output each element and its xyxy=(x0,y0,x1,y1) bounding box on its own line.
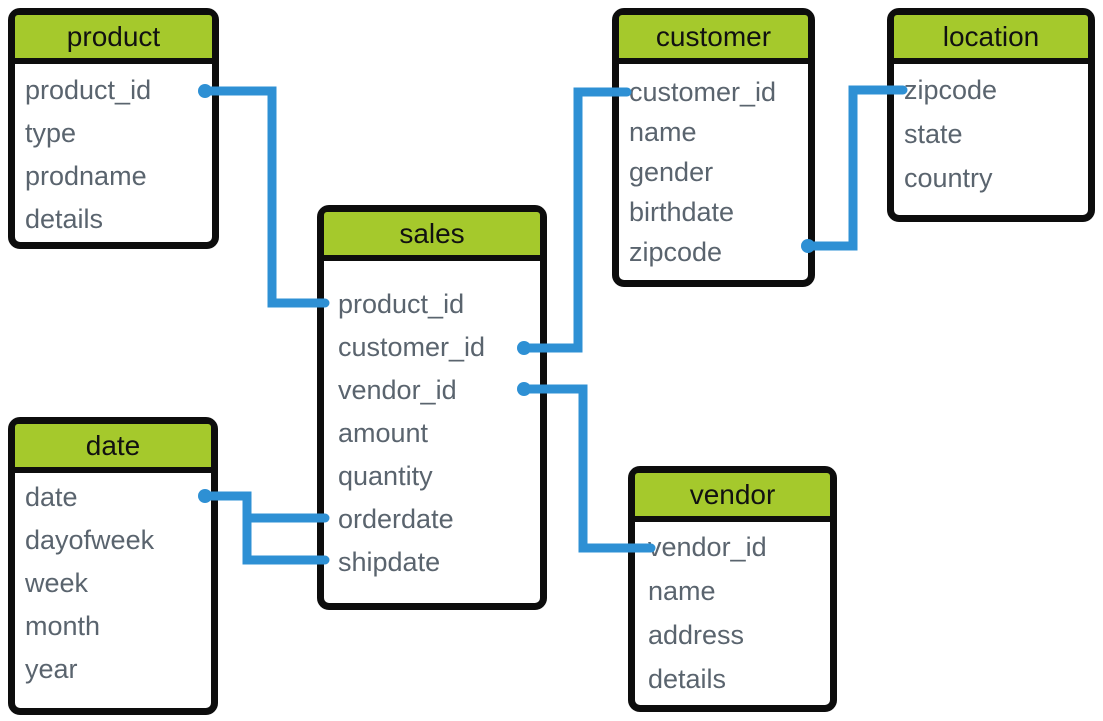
field-label: birthdate xyxy=(629,196,735,227)
field-label: month xyxy=(25,611,101,641)
field-label: details xyxy=(25,204,104,234)
field-label: customer_id xyxy=(338,332,486,362)
table-date-fields: date dayofweek week month year xyxy=(15,473,211,691)
field-label: state xyxy=(904,118,963,149)
field-label: vendor_id xyxy=(338,375,457,405)
field-label: details xyxy=(648,663,727,694)
table-title: vendor xyxy=(689,478,776,510)
field-label: country xyxy=(904,162,993,193)
field-label: gender xyxy=(629,156,714,187)
field-label: amount xyxy=(338,418,429,448)
field-label: prodname xyxy=(25,161,147,191)
field-label: name xyxy=(648,575,716,606)
field-label: product_id xyxy=(338,289,465,319)
table-location-header: location xyxy=(894,15,1088,64)
field-label: customer_id xyxy=(629,76,777,107)
field-label: zipcode xyxy=(629,236,723,267)
table-sales-header: sales xyxy=(324,212,540,261)
field-label: date xyxy=(25,482,78,512)
field-label: vendor_id xyxy=(648,531,767,562)
field-label: quantity xyxy=(338,461,433,491)
table-title: sales xyxy=(399,217,465,249)
table-title: location xyxy=(942,20,1040,52)
table-date: date date dayofweek week month year xyxy=(8,417,218,715)
field-label: product_id xyxy=(25,75,152,105)
field-label: address xyxy=(648,619,745,650)
field-label: shipdate xyxy=(338,547,441,577)
table-title: customer xyxy=(655,20,772,52)
field-label: name xyxy=(629,116,697,147)
field-label: year xyxy=(25,654,78,684)
table-date-header: date xyxy=(15,424,211,473)
table-product-header: product xyxy=(15,15,212,64)
field-label: zipcode xyxy=(904,74,998,105)
field-label: week xyxy=(25,568,89,598)
field-label: dayofweek xyxy=(25,525,155,555)
field-label: orderdate xyxy=(338,504,454,534)
table-title: date xyxy=(85,429,141,461)
table-location: location zipcode state country xyxy=(887,8,1095,222)
table-location-fields: zipcode state country xyxy=(894,64,1088,200)
field-label: type xyxy=(25,118,77,148)
table-vendor-header: vendor xyxy=(635,473,830,522)
table-title: product xyxy=(66,20,161,52)
table-customer-header: customer xyxy=(619,15,808,64)
